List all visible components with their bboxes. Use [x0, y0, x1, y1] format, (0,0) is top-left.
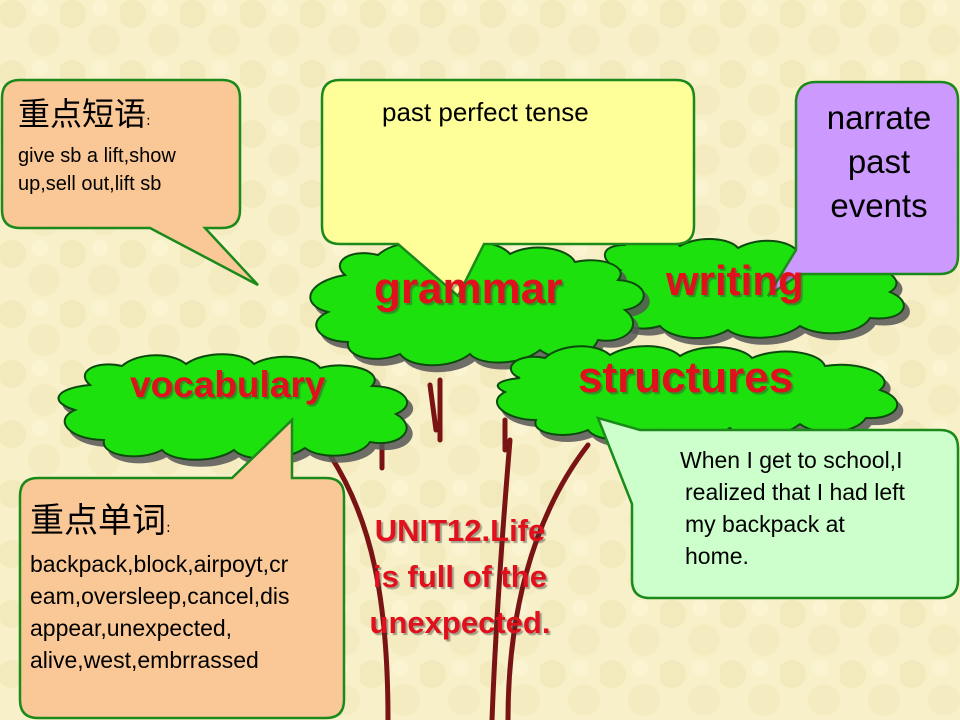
words-line-4: alive,west,embrrassed	[30, 647, 259, 673]
phrases-line-1: give sb a lift,show	[18, 145, 176, 167]
callout-phrases-shape	[0, 78, 259, 287]
structures-line-1: When I get to school,I	[680, 447, 903, 473]
callout-grammar-shape	[320, 78, 696, 298]
callout-structures-shape	[595, 416, 960, 600]
tree-label-structures: structures	[578, 353, 794, 402]
phrases-heading: 重点短语:	[18, 94, 151, 141]
callout-writing-shape	[766, 80, 960, 298]
tree-label-grammar: grammar	[374, 264, 563, 313]
tree-structures	[496, 345, 899, 441]
tree-label-writing: writing	[666, 257, 804, 304]
structures-line-4: home.	[685, 543, 749, 569]
writing-callout-line-2: past	[847, 143, 911, 180]
tree-label-vocabulary: vocabulary	[130, 364, 326, 405]
words-line-3: appear,unexpected,	[30, 615, 233, 641]
words-heading: 重点单词:	[30, 500, 171, 549]
tree-trunks	[327, 377, 591, 720]
tree-vocabulary	[57, 353, 409, 461]
unit-title: UNIT12.Life is full of the unexpected.	[340, 508, 580, 646]
callout-words-shape	[18, 417, 346, 720]
grammar-callout-text: past perfect tense	[382, 97, 589, 127]
structures-line-2: realized that I had left	[685, 479, 905, 505]
words-heading-text: 重点单词	[30, 501, 166, 541]
writing-callout-line-3: events	[830, 187, 928, 224]
words-line-2: eam,oversleep,cancel,dis	[30, 583, 290, 609]
unit-title-line-1: UNIT12.Life	[374, 513, 546, 548]
phrases-heading-colon: :	[146, 113, 151, 129]
unit-title-line-2: is full of the	[373, 559, 547, 594]
phrases-heading-text: 重点短语	[18, 95, 147, 133]
words-line-1: backpack,block,airpoyt,cr	[30, 551, 289, 577]
words-heading-colon: :	[166, 520, 171, 536]
writing-callout-line-1: narrate	[826, 99, 932, 136]
structures-line-3: my backpack at	[685, 511, 845, 537]
unit-title-line-3: unexpected.	[369, 605, 551, 640]
phrases-line-2: up,sell out,lift sb	[18, 173, 162, 195]
